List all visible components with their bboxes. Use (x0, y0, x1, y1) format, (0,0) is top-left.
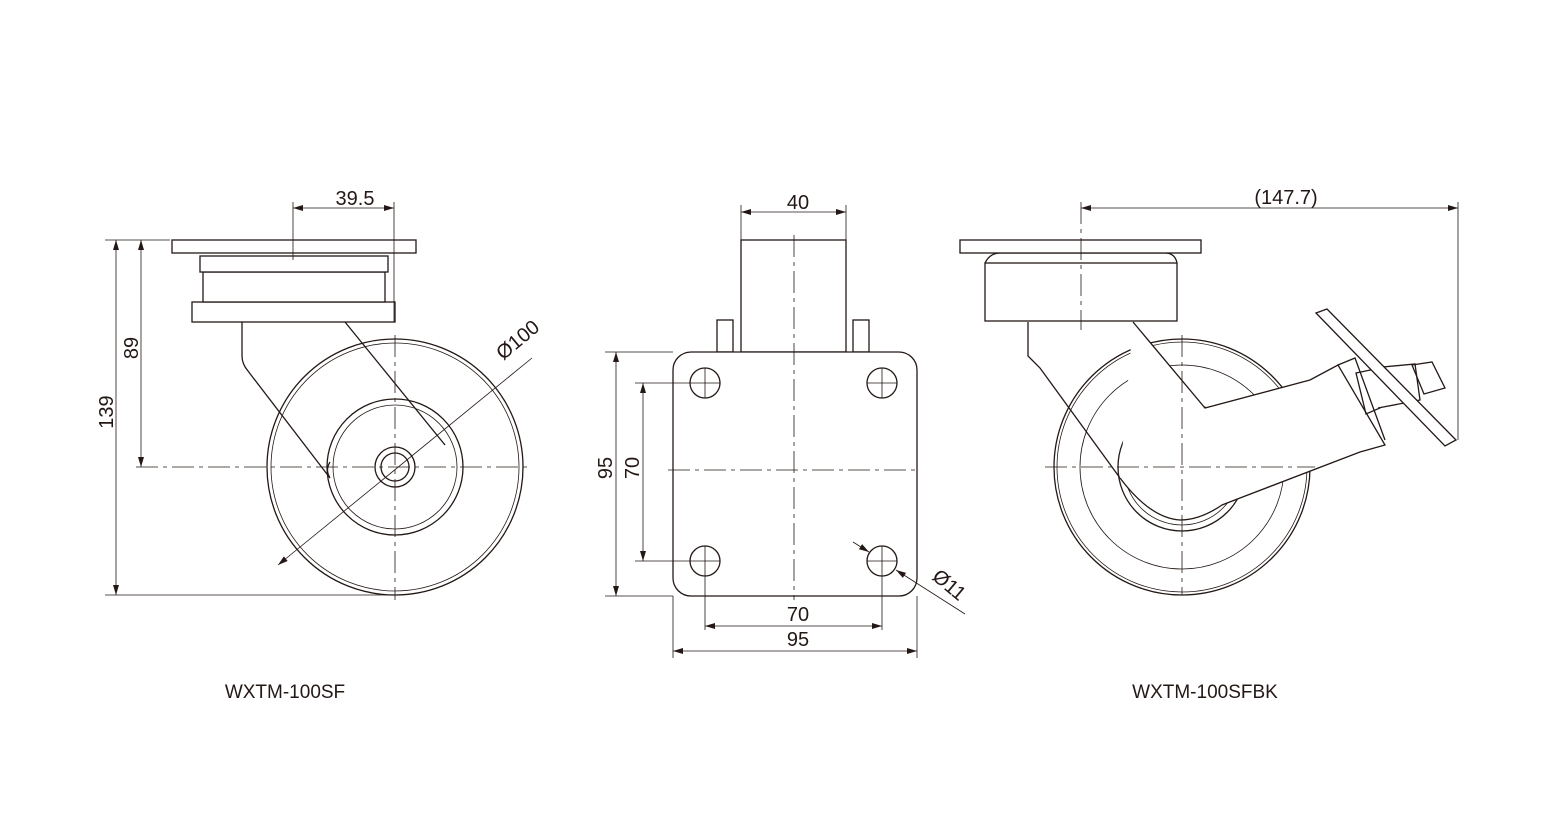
brake-view: (147.7) WXTM-100SFBK (959, 187, 1459, 703)
dim-hole-spacing-h: 70 (787, 604, 809, 626)
mount-plate (672, 351, 918, 597)
side-view: 39.5 139 89 Ø100 WXTM-100SF (96, 188, 544, 703)
top-plate (171, 239, 417, 254)
brake-arm (1119, 321, 1386, 521)
dim-hole-spacing-v: 70 (622, 457, 644, 479)
dim-stem-width: 40 (787, 192, 809, 214)
top-view: 40 95 70 70 95 Ø11 (595, 192, 970, 658)
fork (1027, 322, 1121, 479)
dim-overall-reach: (147.7) (1254, 187, 1317, 209)
lower-plate (191, 301, 396, 323)
top-plate (959, 239, 1202, 254)
model-label-sfbk: WXTM-100SFBK (1132, 682, 1278, 703)
stem (740, 239, 847, 353)
dim-offset: 39.5 (336, 188, 375, 210)
dim-total-height: 139 (96, 395, 118, 428)
dim-plate-width: 95 (787, 629, 809, 651)
brake-handle (1314, 308, 1458, 447)
dim-hole-diameter: Ø11 (928, 565, 970, 605)
dim-axle-height: 89 (121, 337, 143, 359)
model-label-sf: WXTM-100SF (225, 682, 345, 703)
dim-wheel-diameter: Ø100 (492, 316, 544, 364)
dim-plate-height: 95 (595, 457, 617, 479)
